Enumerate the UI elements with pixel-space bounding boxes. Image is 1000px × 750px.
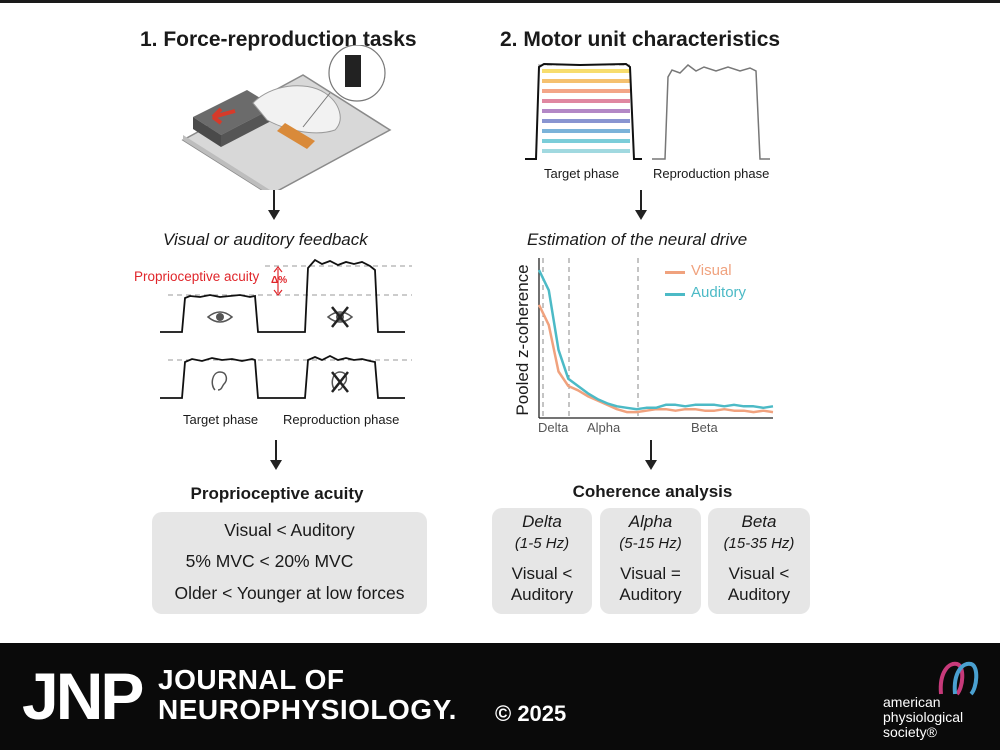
flow-arrow-2-head <box>270 460 282 470</box>
ear-icon <box>211 371 228 391</box>
estimation-label: Estimation of the neural drive <box>527 230 748 249</box>
coherence-box-alpha: Alpha (5-15 Hz) Visual = Auditory <box>600 508 701 614</box>
p2-target-phase: Target phase <box>544 166 620 181</box>
legend-label-visual: Visual <box>691 262 732 279</box>
coherence-title: Coherence analysis <box>572 482 733 501</box>
band-name: Beta <box>741 512 777 531</box>
coherence-chart <box>537 258 774 419</box>
top-rule <box>0 0 1000 3</box>
band-result-line2: Auditory <box>727 585 791 604</box>
flow-arrow-3 <box>640 190 642 212</box>
p2-reproduction-phase: Reproduction phase <box>653 166 770 181</box>
region-label-alpha: Alpha <box>587 420 621 435</box>
society-line2: physiological <box>883 709 964 725</box>
jnp-logo: JNP <box>22 659 144 733</box>
summary-line-3: Older < Younger at low forces <box>174 583 405 603</box>
band-range: (5-15 Hz) <box>619 535 682 552</box>
chart-axes <box>538 258 773 419</box>
ear-crossed-icon <box>331 371 349 393</box>
journal-line1: JOURNAL OF <box>158 664 345 695</box>
copyright: © 2025 <box>495 701 567 726</box>
feedback-label: Visual or auditory feedback <box>163 230 368 249</box>
flow-arrow-4-head <box>645 460 657 470</box>
band-result-line1: Visual < <box>511 564 573 583</box>
band-result-line2: Auditory <box>619 585 682 604</box>
region-label-beta: Beta <box>691 420 718 435</box>
flow-arrow-1 <box>273 190 275 212</box>
band-range: (1-5 Hz) <box>514 535 570 552</box>
footer-bar: JNP JOURNAL OF NEUROPHYSIOLOGY. © 2025 a… <box>0 643 1000 750</box>
band-result-line2: Auditory <box>510 585 574 604</box>
band-result-line1: Visual = <box>620 564 681 583</box>
flow-arrow-3-head <box>635 210 647 220</box>
society-name: american physiological society® <box>883 695 963 740</box>
legend-label-auditory: Auditory <box>691 284 747 301</box>
band-range: (15-35 Hz) <box>723 535 795 552</box>
eye-crossed-icon <box>326 306 354 328</box>
legend-swatch-auditory <box>665 293 685 296</box>
aps-logo-icon <box>938 661 979 696</box>
summary-box: Visual < Auditory 5% MVC < 20% MVC Older… <box>152 512 427 614</box>
region-label-delta: Delta <box>538 420 569 435</box>
panel2-heading: 2. Motor unit characteristics <box>500 28 781 51</box>
visual-feedback-traces <box>160 258 412 333</box>
series-line-visual <box>537 304 774 414</box>
coherence-box-delta: Delta (1-5 Hz) Visual < Auditory <box>492 508 592 614</box>
band-name: Delta <box>522 512 562 531</box>
summary-line-1: Visual < Auditory <box>224 520 355 540</box>
motor-unit-raster <box>525 62 770 160</box>
society-line3: society® <box>883 724 937 740</box>
summary-title: Proprioceptive acuity <box>190 484 364 503</box>
coherence-box-beta: Beta (15-35 Hz) Visual < Auditory <box>708 508 810 614</box>
summary-line-2: 5% MVC < 20% MVC <box>185 551 354 571</box>
chart-ylabel: Pooled z-coherence <box>513 264 532 416</box>
eye-icon <box>206 311 234 323</box>
society-line1: american <box>883 694 941 710</box>
acuity-label: Proprioceptive acuity <box>134 269 260 284</box>
panel1-heading: 1. Force-reproduction tasks <box>140 28 417 51</box>
auditory-feedback-traces <box>160 354 412 399</box>
legend-swatch-visual <box>665 271 685 274</box>
flow-arrow-2 <box>275 440 277 462</box>
band-result-line1: Visual < <box>728 564 790 583</box>
hand-device-illustration <box>181 45 392 190</box>
flow-arrow-1-head <box>268 210 280 220</box>
chart-ylabel-wrap: Pooled z-coherence <box>513 255 533 425</box>
flow-arrow-4 <box>650 440 652 462</box>
band-name: Alpha <box>628 512 673 531</box>
journal-line2: NEUROPHYSIOLOGY. <box>158 694 457 725</box>
p1-target-phase: Target phase <box>183 412 259 427</box>
series-line-auditory <box>537 269 774 411</box>
p1-reproduction-phase: Reproduction phase <box>283 412 400 427</box>
delta-percent-label: Δ% <box>271 275 288 286</box>
